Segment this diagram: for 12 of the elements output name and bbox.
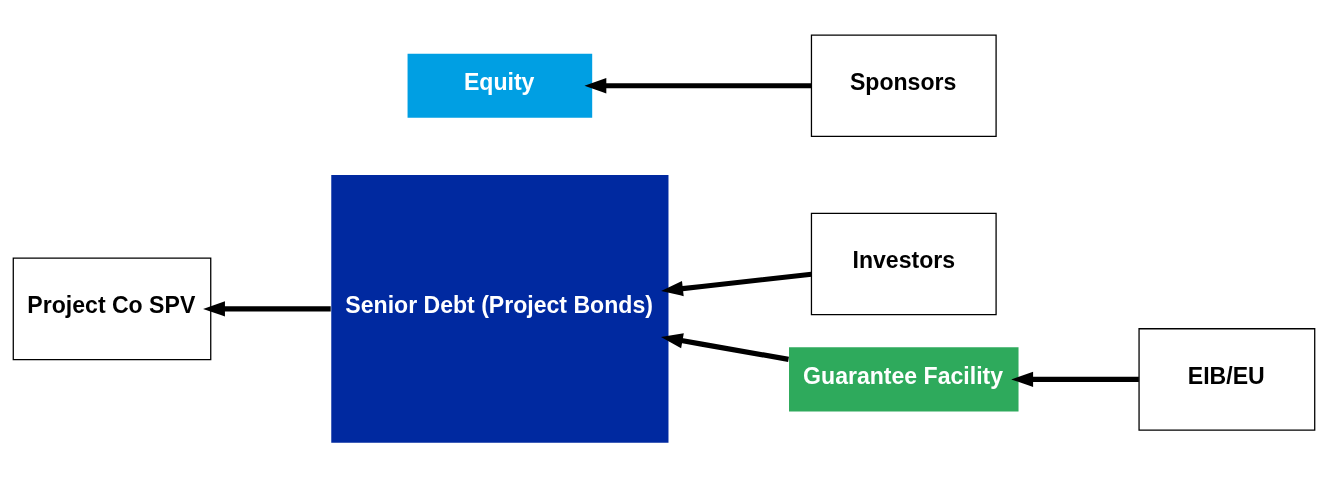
arrow: [584, 77, 812, 93]
node-box: Investors: [810, 212, 997, 315]
arrow: [1011, 371, 1139, 387]
arrow: [661, 271, 812, 296]
arrow: [660, 332, 789, 362]
node-box: Sponsors: [810, 34, 997, 137]
node-box: Equity: [407, 53, 593, 118]
node-box: Guarantee Facility: [789, 346, 1019, 411]
node-box: EIB/EU: [1138, 327, 1316, 431]
node-box: Senior Debt (Project Bonds): [331, 174, 669, 443]
node-box: Project Co SPV: [12, 257, 212, 360]
arrow: [203, 300, 331, 317]
